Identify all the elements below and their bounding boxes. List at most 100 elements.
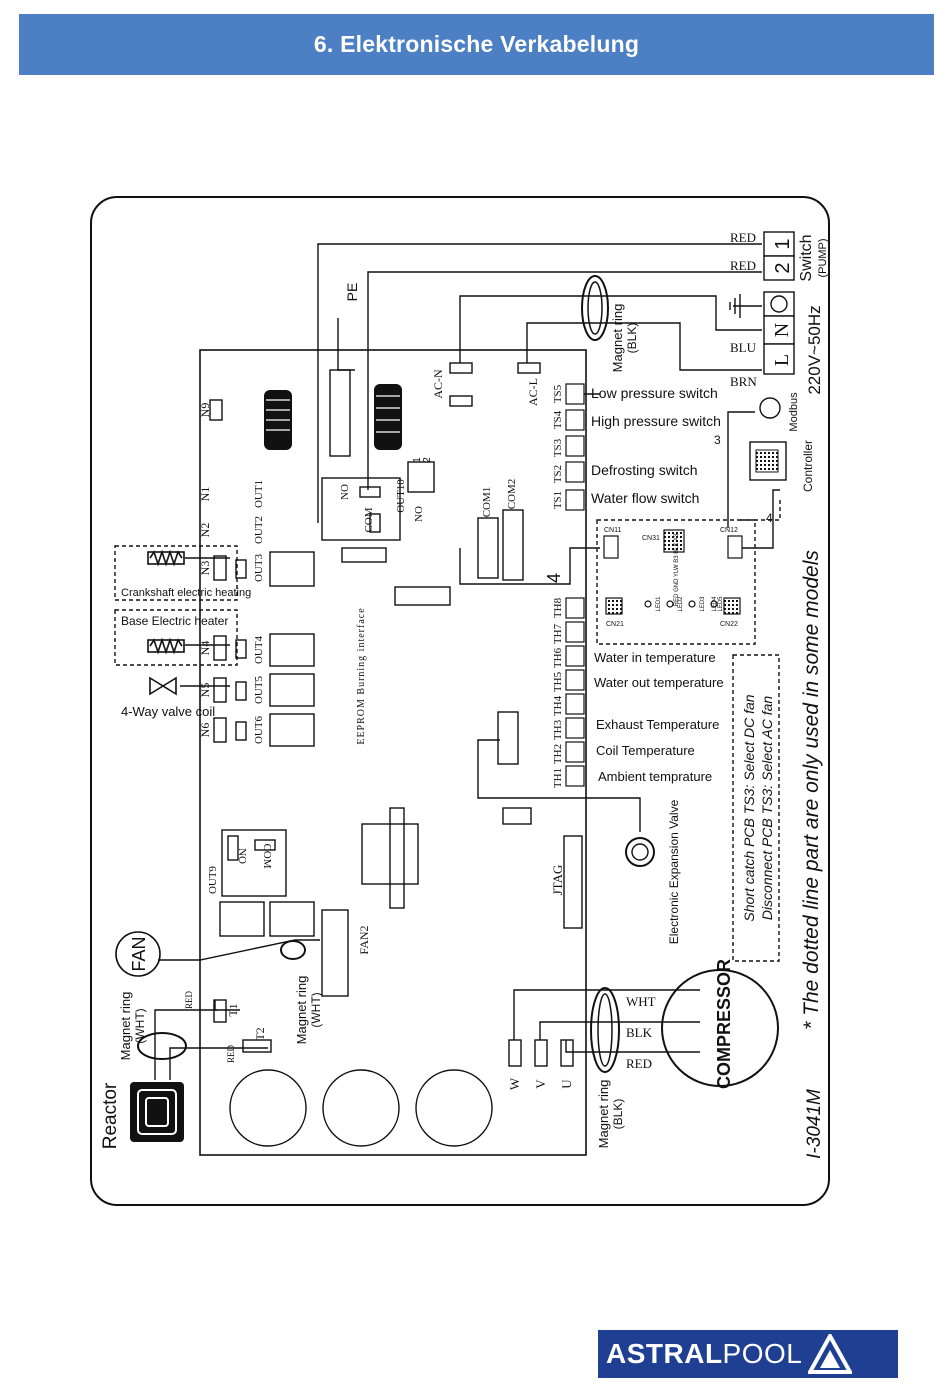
magnet-ring-blk-bottom: Magnet ring (596, 1080, 611, 1149)
modbus-label: Modbus (788, 392, 800, 432)
th1-label: TH1 (552, 768, 564, 788)
ts4-label: TS4 (552, 410, 564, 429)
com2-label: COM2 (506, 479, 518, 510)
coil-temperature-label: Coil Temperature (596, 743, 695, 758)
cn11-label: CN11 (604, 527, 621, 534)
n2-label: N2 (198, 523, 212, 538)
wire-label-brn: BRN (730, 374, 757, 389)
out1-label: OUT1 (253, 480, 265, 508)
th4-label: TH4 (552, 695, 564, 716)
compressor-wire-wht: WHT (626, 994, 656, 1009)
th3-label: TH3 (552, 719, 564, 740)
led4-label: LED4 (712, 596, 718, 612)
model-label: I-3041M (804, 1089, 825, 1159)
out9-label: OUT9 (207, 865, 219, 894)
ambient-temperature-label: Ambient temprature (598, 769, 712, 784)
astralpool-logo: ASTRALPOOL (598, 1330, 898, 1378)
ts3-label: TS3 (552, 438, 564, 457)
out9-no-label: NO (236, 848, 248, 864)
led5-label: LED5 (718, 596, 724, 612)
n9-label: N9 (198, 403, 212, 418)
cn31-label: CN31 (642, 535, 660, 542)
compressor-wire-red: RED (626, 1056, 652, 1071)
logo-text: ASTRALPOOL (606, 1338, 803, 1369)
wire-count-4b: 4 (766, 511, 773, 525)
magnet-ring-wht-mid: Magnet ring (294, 976, 309, 1045)
cn12-label: CN12 (720, 527, 738, 534)
magnet-ring-blk-bottom-color: (BLK) (611, 1099, 625, 1130)
out5-label: OUT5 (253, 675, 265, 704)
eeprom-label: EEPROM Burning interface (356, 607, 367, 744)
out4-label: OUT4 (253, 635, 265, 664)
th7-label: TH7 (552, 623, 564, 644)
wire-label-blu: BLU (730, 340, 757, 355)
page-header: 6. Elektronische Verkabelung (19, 14, 934, 75)
main-pcb (199, 349, 587, 1156)
th8-label: TH8 (552, 597, 564, 618)
dotted-line-note: * The dotted line part are only used in … (800, 550, 823, 1030)
dip-1-label: 1 (412, 457, 423, 463)
wire-count-3: 3 (714, 433, 721, 447)
t1-label: T1 (226, 1003, 240, 1016)
out10-label: OUT10 (395, 479, 407, 513)
reactor-label: Reactor (100, 1082, 121, 1149)
led3-label: LED3 (700, 596, 706, 612)
n4-label: N4 (198, 641, 212, 656)
four-way-valve-label: 4-Way valve coil (121, 704, 215, 719)
wire-count-4: 4 (544, 573, 564, 583)
ts1-label: TS1 (552, 491, 564, 509)
controller-label: Controller (801, 440, 815, 492)
n3-label: N3 (198, 561, 212, 576)
relay-com-label: COM (363, 507, 375, 532)
eev-label: Electronic Expansion Valve (667, 799, 681, 944)
fan2-label: FAN2 (357, 925, 371, 954)
cn21-label: CN21 (606, 621, 624, 628)
n6-label: N6 (198, 723, 212, 738)
low-pressure-switch-label: Low pressure switch (591, 385, 718, 401)
th2-label: TH2 (552, 744, 564, 764)
compressor-label: COMPRESSOR (714, 959, 734, 1089)
th6-label: TH6 (552, 647, 564, 668)
ts3-note-ac: Disconnect PCB TS3: Select AC fan (759, 696, 775, 921)
water-flow-switch-label: Water flow switch (591, 490, 699, 506)
water-in-temperature-label: Water in temperature (594, 650, 716, 665)
dip-no-label: NO (413, 506, 425, 522)
ts2-label: TS2 (552, 465, 564, 483)
phase-w-label: W (507, 1077, 522, 1090)
wire-label-red-2: RED (730, 258, 756, 273)
ts3-note-dc: Short catch PCB TS3: Select DC fan (741, 694, 757, 921)
phase-u-label: U (559, 1079, 574, 1089)
exhaust-temperature-label: Exhaust Temperature (596, 717, 719, 732)
page-title: 6. Elektronische Verkabelung (313, 31, 640, 57)
switch-label: Switch (798, 234, 815, 281)
wire-label-red-1: RED (730, 230, 756, 245)
phase-v-label: V (533, 1079, 548, 1089)
ts5-label: TS5 (552, 384, 564, 403)
out3-label: OUT3 (253, 553, 265, 582)
fan-label: FAN (129, 936, 149, 971)
terminal-2: 2 (772, 262, 794, 273)
terminal-1: 1 (772, 238, 794, 249)
magnet-ring-blk-top-color: (BLK) (625, 323, 639, 354)
relay-no-label: NO (339, 484, 351, 500)
crankshaft-heating-label: Crankshaft electric heating (121, 587, 251, 599)
terminal-n: N (771, 323, 793, 337)
terminal-l: L (771, 354, 793, 366)
wire-red-t1: RED (184, 990, 194, 1009)
supply-label: 220V~50Hz (805, 305, 824, 394)
out6-label: OUT6 (253, 715, 265, 744)
cn31-pins-label: RED GND YLW B3 BLK A3 (674, 533, 680, 606)
th5-label: TH5 (552, 671, 564, 692)
jtag-label: JTAG (550, 865, 565, 896)
led1-label: LED1 (656, 596, 662, 612)
magnet-ring-wht-mid-color: (WHT) (309, 992, 323, 1027)
com1-label: COM1 (481, 487, 493, 518)
pump-label: (PUMP) (817, 238, 829, 277)
defrosting-switch-label: Defrosting switch (591, 462, 698, 478)
high-pressure-switch-label: High pressure switch (591, 413, 721, 429)
t2-label: T2 (253, 1027, 267, 1040)
pe-label: PE (344, 283, 360, 302)
compressor-wire-blk: BLK (626, 1025, 653, 1040)
out9-com-label: COM (261, 843, 273, 868)
